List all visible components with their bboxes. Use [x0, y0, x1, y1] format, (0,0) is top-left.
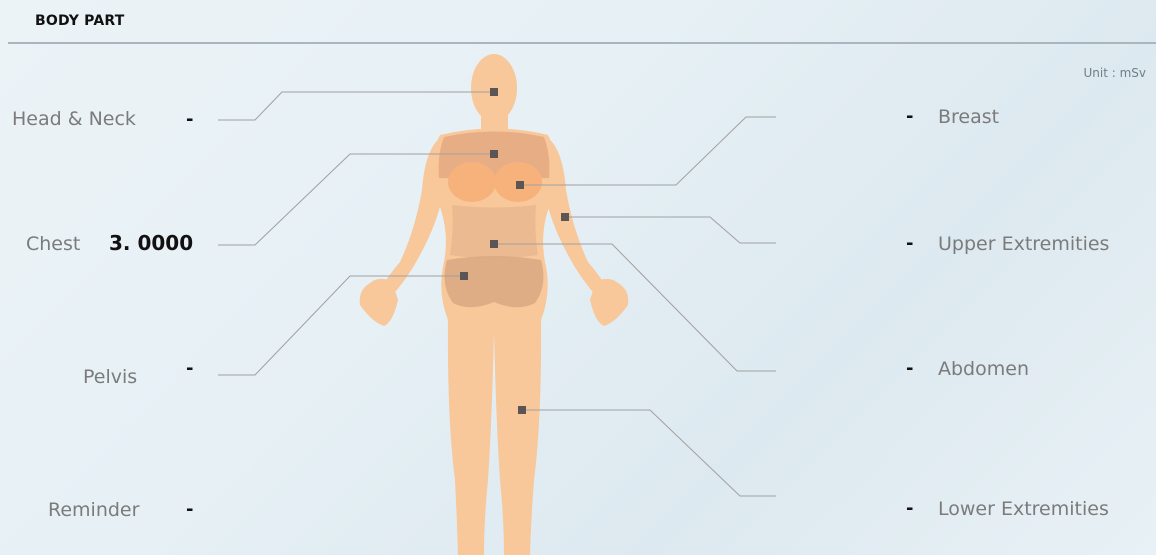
value-head-neck: -: [186, 109, 193, 130]
abdomen-region: [450, 205, 538, 259]
left-breast-region: [448, 162, 496, 202]
label-abdomen: Abdomen: [938, 358, 1029, 380]
pelvis-region: [445, 256, 544, 307]
leader-upper-extremities: [565, 217, 776, 243]
value-reminder: -: [186, 499, 193, 520]
right-hand-shape: [590, 279, 628, 326]
label-pelvis: Pelvis: [83, 366, 137, 388]
label-head-neck: Head & Neck: [12, 108, 136, 130]
right-leg-shape: [494, 312, 541, 555]
value-abdomen: -: [906, 358, 913, 379]
marker-abdomen: [490, 240, 498, 248]
left-leg-shape: [448, 312, 494, 555]
left-arm-shape: [380, 138, 444, 298]
value-upper-extremities: -: [906, 233, 913, 254]
marker-lower-extremities: [518, 406, 526, 414]
marker-chest: [490, 150, 498, 158]
leader-head-neck: [218, 92, 494, 120]
leader-lower-extremities: [522, 410, 776, 496]
value-lower-extremities: -: [906, 498, 913, 519]
value-pelvis: -: [186, 358, 193, 379]
value-chest: 3. 0000: [109, 231, 193, 255]
value-breast: -: [906, 106, 913, 127]
leader-pelvis: [218, 276, 464, 375]
body-figure: [360, 54, 629, 555]
marker-breast: [516, 181, 524, 189]
label-breast: Breast: [938, 106, 999, 128]
marker-upper-extremities: [561, 213, 569, 221]
label-chest: Chest: [26, 233, 80, 255]
label-lower-extremities: Lower Extremities: [938, 498, 1109, 520]
marker-head-neck: [490, 88, 498, 96]
left-hand-shape: [360, 279, 398, 326]
marker-pelvis: [460, 272, 468, 280]
label-reminder: Reminder: [48, 499, 139, 521]
label-upper-extremities: Upper Extremities: [938, 233, 1109, 255]
right-arm-shape: [544, 138, 608, 298]
